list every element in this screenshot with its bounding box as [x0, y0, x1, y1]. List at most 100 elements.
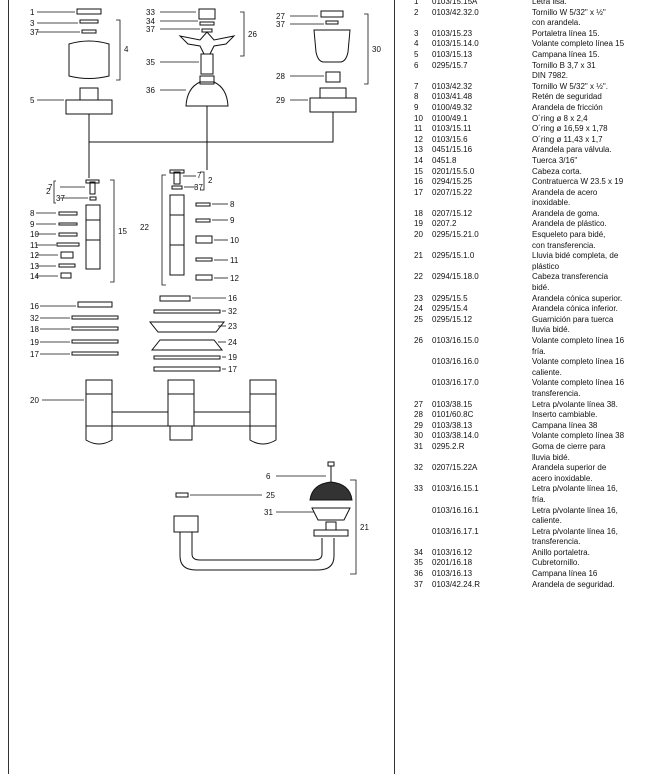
part-code: 0101/60.8C [432, 410, 474, 420]
part-code: 0103/15.23 [432, 28, 473, 38]
part-desc: Arandela para válvula. [532, 145, 612, 155]
callout-5: 5 [30, 96, 35, 105]
part-desc: Campana línea 15. [532, 49, 600, 59]
part-desc: Campana línea 38 [532, 420, 598, 430]
part-desc: Letra lisa. [532, 0, 567, 6]
part-code: 0103/16.16.0 [432, 357, 479, 367]
part-desc: Arandela de acero inoxidable. [532, 187, 598, 208]
callout-16: 16 [30, 302, 39, 311]
part-num: 29 [414, 420, 423, 430]
part-desc: O´ring ø 16,59 x 1,78 [532, 124, 608, 134]
part-desc: Volante completo línea 38 [532, 431, 625, 441]
callout-8: 8 [230, 200, 235, 209]
part-num: 20 [414, 230, 423, 240]
callout-37: 37 [146, 25, 155, 34]
part-code: 0295/15.1.0 [432, 251, 475, 261]
callout-12: 12 [230, 274, 239, 283]
part-desc: Anillo portaletra. [532, 547, 590, 557]
callout-9: 9 [230, 216, 235, 225]
part-num: 2 [414, 7, 419, 17]
part-num: 7 [414, 81, 419, 91]
part-code: 0201/15.5.0 [432, 166, 475, 176]
part-code: 0201/16.18 [432, 558, 473, 568]
bidet-body [85, 379, 277, 445]
callout-31: 31 [264, 508, 273, 517]
part-code: 0295/15.5 [432, 293, 468, 303]
part-desc: Cabeza transferencia bidé. [532, 272, 609, 293]
part-desc: Volante completo línea 16 caliente. [532, 357, 625, 377]
part-desc: Volante completo línea 16 transferencia. [532, 378, 625, 398]
part-code: 0207/15.22A [432, 463, 478, 473]
part-num: 25 [414, 314, 423, 324]
part-num: 14 [414, 155, 423, 165]
part-num: 19 [414, 219, 423, 229]
part-code: 0103/38.14.0 [432, 431, 479, 441]
callout-29: 29 [276, 96, 285, 105]
left-border-line [8, 0, 9, 774]
callout-33: 33 [146, 8, 155, 17]
part-num: 32 [414, 463, 423, 473]
part-code: 0451/15.16 [432, 145, 473, 155]
part-desc: Cubretornillo. [532, 558, 580, 568]
part-code: 0103/42.32.0 [432, 7, 479, 17]
part-code: 0103/16.15.1 [432, 484, 479, 494]
part-code: 0207/15.22 [432, 187, 473, 197]
part-desc: Arandela cónica inferior. [532, 304, 618, 314]
callout-17: 17 [30, 350, 39, 359]
part-desc: Tuerca 3/16" [532, 155, 578, 165]
part-code: 0295/15.12 [432, 314, 473, 324]
callout-21: 21 [360, 523, 369, 532]
part-num: 10 [414, 113, 423, 123]
callout-19: 19 [30, 338, 39, 347]
part-desc: O´ring ø 11,43 x 1,7 [532, 134, 603, 144]
bidet-spray [173, 461, 353, 571]
part-desc: Volante completo línea 16 fría. [532, 336, 625, 356]
part-num: 27 [414, 399, 423, 409]
part-code: 0207/15.12 [432, 208, 473, 218]
callout-7: 7 [48, 183, 53, 192]
part-code: 0103/42.32 [432, 81, 473, 91]
part-code: 0295.2.R [432, 441, 465, 451]
callout-16: 16 [228, 294, 237, 303]
part-desc: Inserto cambiable. [532, 410, 598, 420]
part-code: 0103/16.12 [432, 547, 473, 557]
part-num: 8 [414, 92, 419, 102]
part-code: 0103/15.11 [432, 124, 472, 134]
part-desc: Campana línea 16 [532, 569, 598, 579]
handle-line-38 [309, 10, 357, 128]
callout-37: 37 [30, 28, 39, 37]
diagram-drawing: 1223456778899101011111212131415161617171… [30, 8, 381, 575]
part-code: 0100/49.32 [432, 102, 473, 112]
part-desc: Letra p/volante línea 16, caliente. [532, 505, 618, 526]
part-code: 0207.2 [432, 219, 457, 229]
part-num: 34 [414, 547, 423, 557]
part-desc: Arandela de plástico. [532, 219, 607, 229]
part-num [414, 506, 432, 527]
part-desc: Guarnición para tuerca lluvia bidé. [532, 314, 614, 335]
part-desc: Letra p/volante línea 16, transferencia. [532, 526, 618, 547]
callout-32: 32 [30, 314, 39, 323]
part-desc: Arandela cónica superior. [532, 293, 623, 303]
callout-14: 14 [30, 272, 39, 281]
part-desc: Cabeza corta. [532, 166, 582, 176]
parts-row: 34 0103/16.12 Anillo portaletra. [414, 548, 644, 559]
part-code: 0295/15.7 [432, 60, 468, 70]
callout-20: 20 [30, 396, 39, 405]
callout-28: 28 [276, 72, 285, 81]
callout-36: 36 [146, 86, 155, 95]
